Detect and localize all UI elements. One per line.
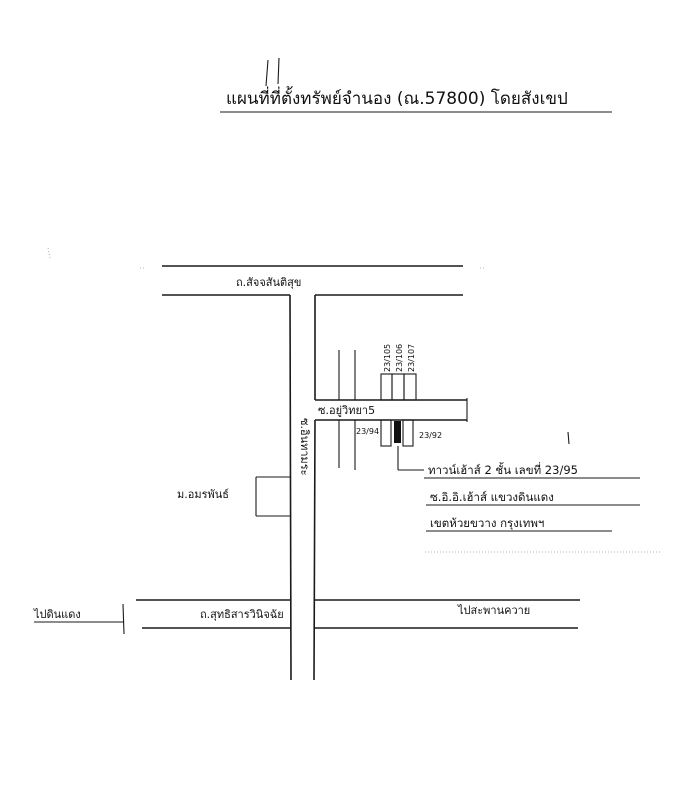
plot-23-92: [402, 419, 414, 447]
plot-label-23-106: 23/106: [395, 344, 404, 372]
main-vertical-road: [289, 294, 316, 681]
branch-soi-label: ซ.อยู่วิทยา5: [318, 404, 375, 417]
top-road-label: ถ.สัจจสันติสุข: [236, 276, 301, 289]
title-tick-mark: [265, 59, 269, 87]
main-vertical-label: ซ.อินทามระ: [298, 418, 311, 476]
bottom-right-direction: ไปสะพานควาย: [457, 604, 530, 617]
bottom-left-arrow: [122, 603, 125, 635]
plot-23-94: [380, 419, 392, 447]
plot-23-105: [380, 373, 393, 401]
top-road: [162, 265, 463, 296]
scan-specks: [47, 247, 660, 553]
left-road-label: ม.อมรพันธ์: [177, 488, 229, 501]
plot-23-106: [391, 373, 405, 401]
bottom-road-label: ถ.สุทธิสารวินิจฉัย: [200, 608, 284, 621]
plots-below: [380, 419, 414, 447]
address-line-2: ซ.อิ.อิ.เฮ้าส์ แขวงดินแดง: [430, 490, 554, 504]
page-title: แผนที่ที่ตั้งทรัพย์จำนอง (ณ.57800) โดยสั…: [226, 86, 568, 109]
address-line-1: ทาวน์เฮ้าส์ 2 ชั้น เลขที่ 23/95: [428, 462, 578, 477]
address-line-3: เขตห้วยขวาง กรุงเทพฯ: [430, 516, 544, 530]
title-tick-mark-2: [277, 57, 280, 85]
bottom-left-direction: ไปดินแดง: [33, 608, 81, 621]
plot-label-23-92: 23/92: [419, 431, 442, 440]
address-block: ทาวน์เฮ้าส์ 2 ชั้น เลขที่ 23/95 ซ.อิ.อิ.…: [424, 462, 640, 532]
plot-label-23-94: 23/94: [356, 427, 379, 436]
plot-23-107: [403, 373, 417, 401]
plot-23-95-subject: [394, 421, 401, 443]
side-alleys: [338, 350, 356, 470]
plot-label-23-107: 23/107: [407, 344, 416, 372]
bottom-road: [136, 599, 580, 629]
map-title: แผนที่ที่ตั้งทรัพย์จำนอง (ณ.57800) โดยสั…: [220, 57, 612, 113]
plot-label-23-105: 23/105: [383, 344, 392, 372]
plots-above: [380, 373, 417, 401]
address-leader: [397, 431, 570, 471]
left-road: [255, 476, 290, 517]
